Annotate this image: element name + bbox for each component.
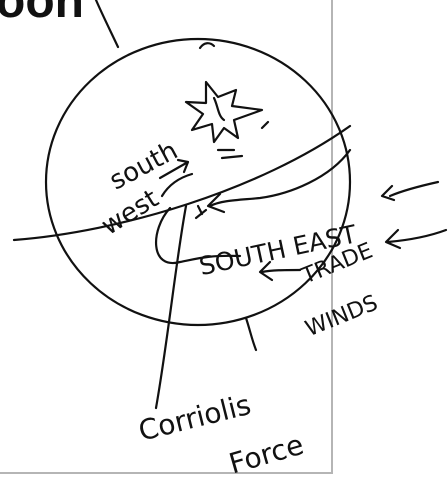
sw-arrow-2 [162,174,192,196]
coriolis-pointer-line [156,206,186,408]
lower-circle-tick [246,318,256,350]
east-arrow-1 [382,182,438,200]
se-arrow [210,150,350,206]
label-force: Force [225,428,307,481]
label-winds: WINDS [302,291,381,343]
east-arrow-2 [386,230,446,248]
star-inner-line [214,98,224,120]
star-mark [262,122,268,128]
heading-leader-line [96,0,118,47]
circle-tick [200,43,214,48]
label-west: west [96,184,164,242]
star-sketch [186,82,262,142]
coriolis-small-arrow [196,206,206,218]
label-west-group: west [96,184,164,242]
label-coriolis-group: Corriolis [135,388,254,448]
label-winds-group: WINDS [302,291,381,343]
label-force-group: Force [225,428,307,481]
star-underline [218,150,242,158]
label-coriolis: Corriolis [135,388,254,448]
